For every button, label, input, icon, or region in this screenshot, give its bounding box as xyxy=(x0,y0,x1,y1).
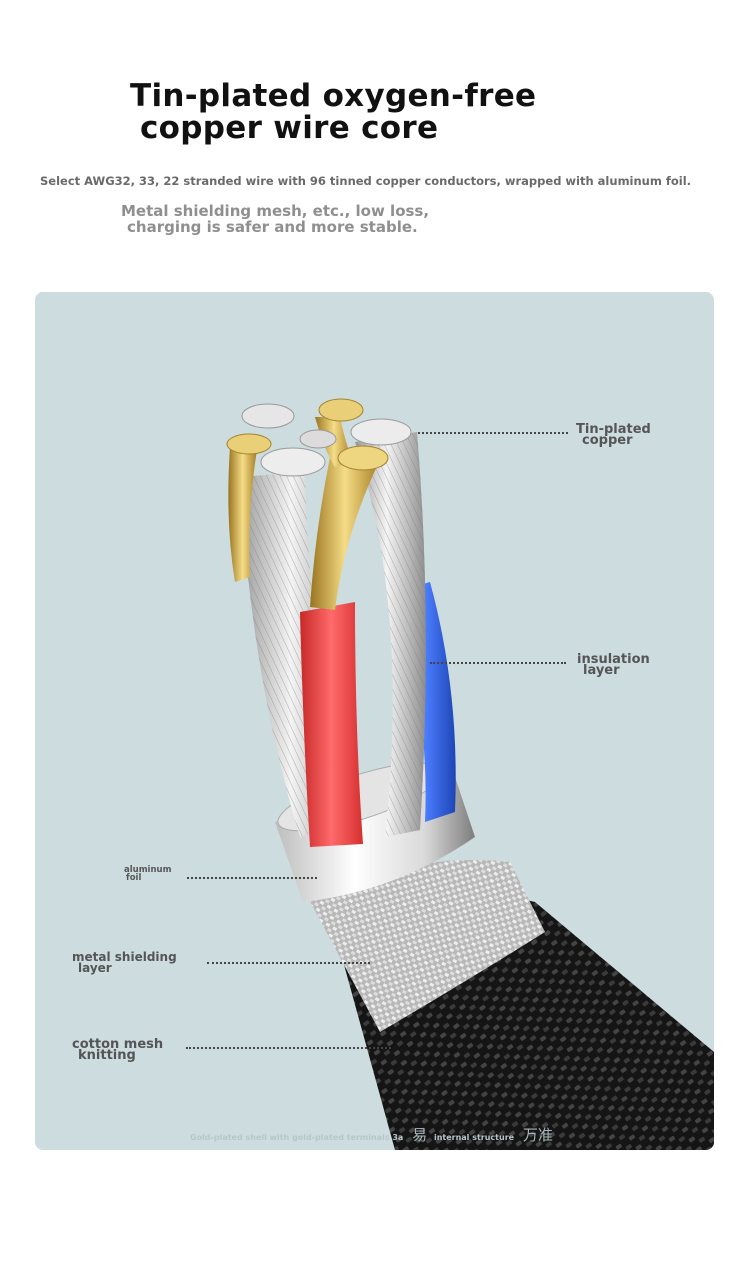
watermark: Gold-plated shell with gold-plated termi… xyxy=(190,1126,553,1144)
tagline-line-1: Metal shielding mesh, etc., low loss, xyxy=(121,202,430,220)
page-title: Tin-plated oxygen-free copper wire core xyxy=(130,80,610,144)
spec-description: Select AWG32, 33, 22 stranded wire with … xyxy=(40,174,692,188)
tagline-line-2: charging is safer and more stable. xyxy=(127,218,418,236)
label-metal-shielding-layer: metal shielding layer xyxy=(72,950,177,975)
title-line-2: copper wire core xyxy=(140,110,439,146)
leader-line-aluminum xyxy=(187,877,317,879)
label-tin-plated-copper: Tin-plated copper xyxy=(576,422,651,448)
label-insulation-layer: insulation layer xyxy=(577,652,650,678)
cable-structure-panel: Tin-plated copper insulation layer alumi… xyxy=(35,292,714,1150)
title-line-1: Tin-plated oxygen-free xyxy=(130,78,537,114)
label-cotton-mesh-knitting: cotton mesh knitting xyxy=(72,1037,164,1063)
leader-line-insulation xyxy=(430,662,566,664)
leader-line-shielding xyxy=(207,962,370,964)
tagline: Metal shielding mesh, etc., low loss, ch… xyxy=(121,203,541,235)
leader-line-tin-plated xyxy=(418,432,568,434)
leader-line-cotton xyxy=(186,1047,391,1049)
cable-illustration xyxy=(226,398,714,1150)
label-aluminum-foil: aluminum foil xyxy=(124,865,172,883)
